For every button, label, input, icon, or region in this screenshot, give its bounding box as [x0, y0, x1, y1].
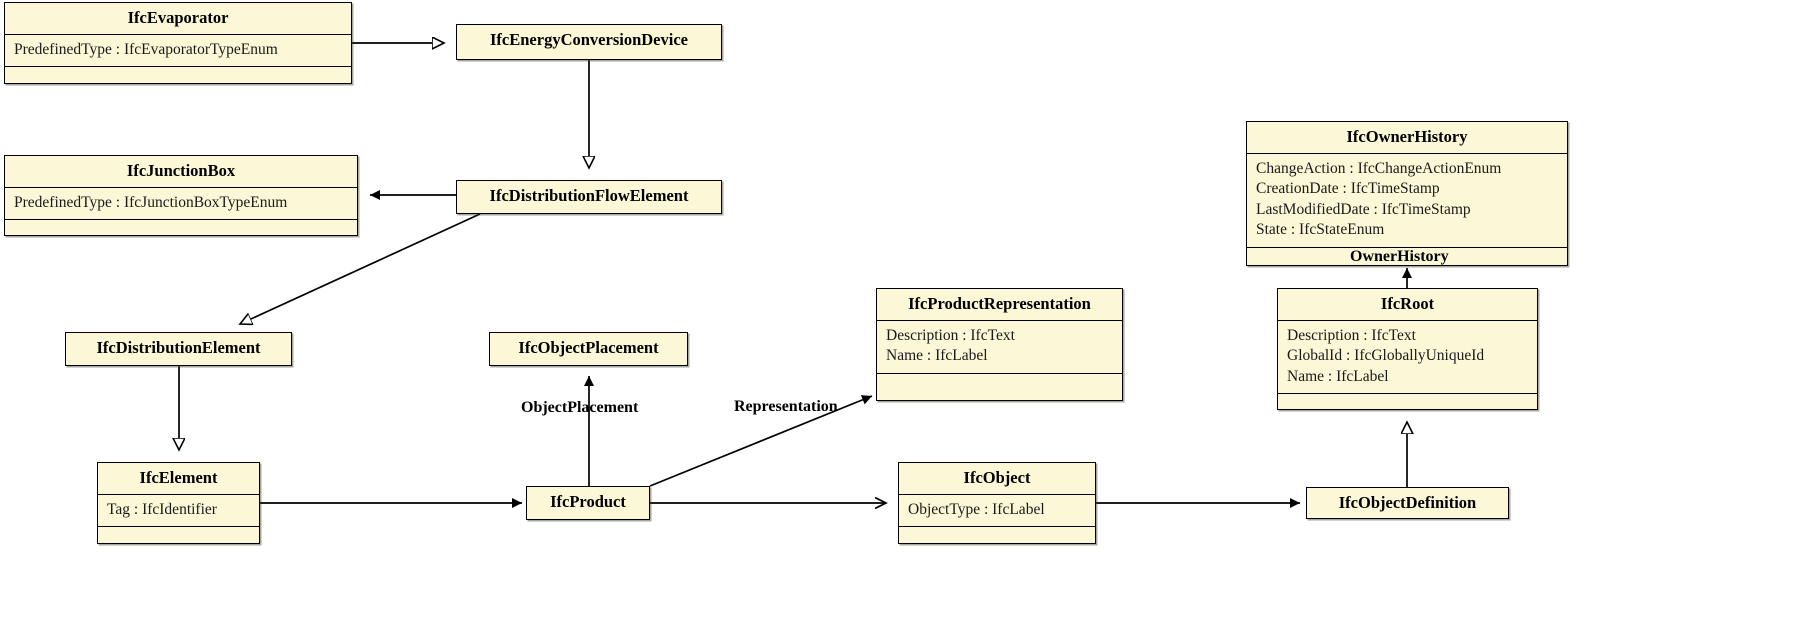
uml-compartment-separator: [98, 526, 259, 528]
uml-compartment-separator: [98, 493, 259, 495]
uml-compartment-separator: [1278, 393, 1537, 395]
uml-operations-compartment: [1278, 394, 1537, 410]
uml-class-title: IfcElement: [139, 468, 218, 487]
uml-class-title: IfcDistributionElement: [96, 338, 261, 357]
uml-attribute: GlobalId : IfcGloballyUniqueId: [1287, 347, 1485, 365]
uml-class-title: IfcRoot: [1380, 294, 1435, 313]
uml-operations-compartment: [98, 527, 259, 543]
uml-compartment-separator: [1247, 246, 1567, 248]
uml-attribute: Name : IfcLabel: [886, 347, 988, 365]
uml-class-title: IfcEvaporator: [127, 8, 229, 27]
uml-class-title: IfcObject: [963, 468, 1031, 487]
uml-class-ifc-object-definition[interactable]: IfcObjectDefinition: [1306, 487, 1509, 519]
uml-class-title: IfcProduct: [550, 492, 626, 511]
uml-operations-compartment: [899, 527, 1095, 543]
uml-class-ifc-energy-conversion-device[interactable]: IfcEnergyConversionDevice: [456, 24, 722, 60]
uml-attribute: ChangeAction : IfcChangeActionEnum: [1256, 159, 1502, 177]
uml-compartment-separator: [5, 186, 357, 188]
uml-attributes-compartment: PredefinedType : IfcJunctionBoxTypeEnum: [5, 188, 357, 219]
uml-compartment-separator: [5, 33, 351, 35]
uml-class-title: IfcDistributionFlowElement: [489, 186, 689, 205]
uml-class-title: IfcEnergyConversionDevice: [490, 30, 688, 49]
uml-attribute: LastModifiedDate : IfcTimeStamp: [1256, 200, 1471, 218]
label-representation: Representation: [734, 398, 838, 415]
uml-class-title: IfcProductRepresentation: [908, 294, 1091, 313]
uml-attribute: Description : IfcText: [1287, 326, 1416, 344]
uml-compartment-separator: [1278, 319, 1537, 321]
uml-attributes-compartment: ObjectType : IfcLabel: [899, 495, 1095, 526]
uml-attribute: PredefinedType : IfcEvaporatorTypeEnum: [14, 40, 278, 58]
uml-compartment-separator: [1247, 152, 1567, 154]
uml-compartment-separator: [5, 219, 357, 221]
uml-attribute: State : IfcStateEnum: [1256, 221, 1385, 239]
uml-compartment-separator: [899, 493, 1095, 495]
uml-class-ifc-distribution-flow-element[interactable]: IfcDistributionFlowElement: [456, 180, 722, 214]
uml-attribute: Name : IfcLabel: [1287, 367, 1389, 385]
label-object-placement: ObjectPlacement: [521, 399, 639, 416]
uml-class-title: IfcObjectPlacement: [518, 338, 659, 357]
uml-compartment-separator: [5, 66, 351, 68]
uml-attributes-compartment: PredefinedType : IfcEvaporatorTypeEnum: [5, 35, 351, 66]
uml-attribute: Tag : IfcIdentifier: [107, 500, 217, 518]
uml-compartment-separator: [899, 526, 1095, 528]
uml-attribute: PredefinedType : IfcJunctionBoxTypeEnum: [14, 193, 288, 211]
uml-operations-compartment: [877, 374, 1122, 390]
uml-class-ifc-object-placement[interactable]: IfcObjectPlacement: [489, 332, 688, 366]
uml-attribute: CreationDate : IfcTimeStamp: [1256, 180, 1440, 198]
label-owner-history: OwnerHistory: [1350, 248, 1449, 265]
uml-attribute: ObjectType : IfcLabel: [908, 500, 1045, 518]
uml-operations-compartment: [5, 220, 357, 236]
uml-compartment-separator: [877, 372, 1122, 374]
uml-compartment-separator: [877, 319, 1122, 321]
uml-attributes-compartment: Tag : IfcIdentifier: [98, 495, 259, 526]
uml-class-title: IfcJunctionBox: [126, 161, 236, 180]
uml-class-ifc-distribution-element[interactable]: IfcDistributionElement: [65, 332, 292, 366]
uml-class-title: IfcOwnerHistory: [1346, 127, 1468, 146]
uml-operations-compartment: [5, 67, 351, 83]
uml-attribute: Description : IfcText: [886, 326, 1015, 344]
uml-class-ifc-product[interactable]: IfcProduct: [526, 486, 650, 520]
uml-class-title: IfcObjectDefinition: [1338, 493, 1477, 512]
